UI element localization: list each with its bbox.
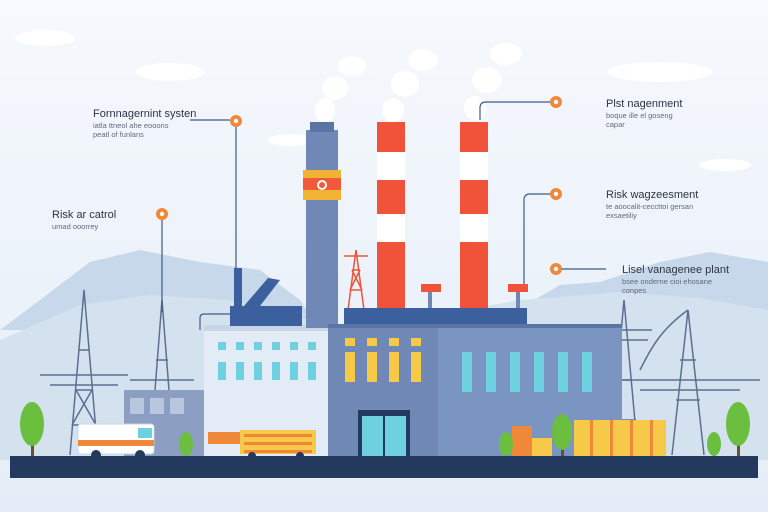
roof-signs	[421, 284, 528, 308]
callout-waste-management-plant: Lisel vanagenee plant bsee onderne cioi …	[622, 264, 729, 295]
smoke	[315, 43, 522, 122]
callout-markers	[156, 96, 562, 275]
striped-chimney-right	[460, 122, 488, 312]
callout-risk-control: Risk ar catrol umad ooorrey	[52, 209, 116, 231]
callout-title: Risk wagzeesment	[606, 189, 699, 201]
callout-subtitle: exsaetiliy	[606, 211, 637, 220]
callout-title: Lisel vanagenee plant	[622, 264, 730, 276]
callout-subtitle: bsee onderne cioi ehosane	[622, 277, 713, 286]
callout-subtitle: peatl of funlans	[93, 130, 144, 139]
callout-subtitle: capar	[606, 120, 625, 129]
striped-chimney-left	[377, 122, 405, 312]
callout-plant-management: Plst nagenment boque ille el goseng capa…	[606, 98, 682, 129]
trees	[20, 402, 750, 456]
cargo-trailer	[208, 430, 316, 460]
callout-management-system: Fornnagernint systen iatla ttneol ahe eo…	[93, 108, 196, 139]
ground	[10, 456, 758, 478]
callout-title: Risk ar catrol	[52, 209, 117, 221]
delivery-truck	[77, 423, 155, 460]
callout-subtitle: te aoocalit-ceccttoi gersan	[606, 202, 694, 211]
blue-chimney	[303, 122, 341, 328]
red-lattice-tower	[344, 249, 368, 311]
leader-lines	[161, 101, 606, 330]
callout-subtitle: conpes	[622, 286, 647, 295]
main-factory	[328, 308, 622, 478]
shipping-containers	[512, 420, 666, 456]
callout-title: Fornnagernint systen	[93, 108, 197, 120]
callout-subtitle: boque ille el goseng	[606, 111, 673, 120]
callout-subtitle: iatla ttneol ahe eooons	[93, 121, 169, 130]
callout-title: Plst nagenment	[606, 98, 683, 110]
clouds	[15, 30, 751, 171]
callout-risk-assessment: Risk wagzeesment te aoocalit-ceccttoi ge…	[606, 189, 698, 220]
callout-subtitle: umad ooorrey	[52, 222, 99, 231]
